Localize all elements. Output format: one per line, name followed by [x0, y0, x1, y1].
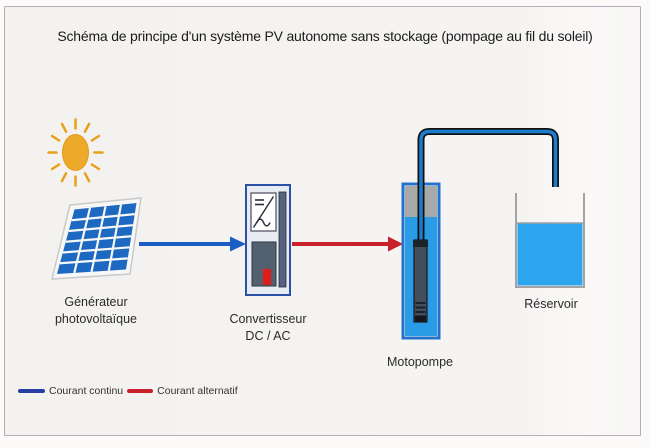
pump-icon	[413, 239, 428, 323]
legend-dc-label: Courant continu	[49, 385, 124, 397]
converter-label: Convertisseur DC / AC	[210, 311, 326, 344]
reservoir-icon	[515, 193, 585, 288]
pv-generator-label-line1: Générateur	[64, 295, 128, 309]
converter-label-line2: DC / AC	[245, 328, 291, 343]
pipe	[417, 128, 559, 243]
legend-dc-swatch	[18, 389, 45, 393]
ac-arrow	[292, 236, 403, 252]
converter-icon	[245, 184, 291, 296]
legend-ac-swatch	[127, 389, 154, 393]
pv-generator-label-line2: photovoltaïque	[54, 311, 137, 326]
figure-title: Schéma de principe d'un système PV auton…	[57, 28, 593, 44]
reservoir-label: Réservoir	[524, 297, 578, 311]
pump-label: Motopompe	[386, 355, 453, 369]
pv-generator-label: Générateur photovoltaïque	[29, 294, 163, 327]
solar-panel-icon	[51, 197, 142, 280]
legend: Courant continu Courant alternatif	[18, 384, 238, 398]
converter-label-line1: Convertisseur	[229, 312, 307, 326]
dc-arrow	[139, 236, 246, 252]
sun-icon	[47, 118, 104, 187]
legend-ac-label: Courant alternatif	[157, 385, 238, 397]
